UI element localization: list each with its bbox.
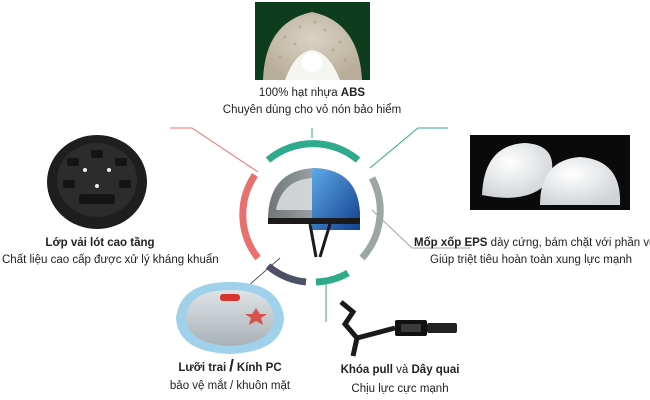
visor-subtitle: bảo vệ mắt / khuôn mặt bbox=[169, 380, 291, 392]
visor-label: Lưỡi trai/Kính PC bảo vệ mắt / khuôn mặt bbox=[115, 357, 345, 395]
foam-title-bold: Mốp xốp EPS bbox=[414, 237, 488, 249]
eps-foam-photo bbox=[470, 135, 630, 210]
strap-label: Khóa pull và Dây quai Chịu lực cực mạnh bbox=[310, 361, 490, 399]
connector-foam bbox=[369, 127, 448, 169]
visor-title-b: Kính PC bbox=[236, 362, 282, 374]
connector-liner bbox=[170, 127, 259, 173]
strap-title: Khóa pull và Dây quai bbox=[310, 361, 490, 380]
connector-eps bbox=[371, 209, 470, 249]
ring-arc-bottom bbox=[315, 269, 350, 286]
strap-title-b: Dây quai bbox=[411, 364, 460, 376]
abs-title: 100% hạt nhựa ABS bbox=[212, 86, 412, 101]
abs-title-bold: ABS bbox=[340, 87, 366, 99]
abs-subtitle: Chuyên dùng cho vỏ nón bảo hiểm bbox=[222, 104, 402, 116]
liner-title: Lớp vải lót cao tầng bbox=[45, 237, 155, 249]
strap-title-a: Khóa pull bbox=[340, 364, 393, 376]
ring-arc-bottom-left bbox=[265, 263, 307, 286]
strap-photo bbox=[335, 298, 465, 360]
ring-arc-right bbox=[359, 176, 384, 261]
abs-granules-photo bbox=[255, 2, 370, 80]
liner-subtitle: Chất liệu cao cấp được xử lý kháng khuẩn bbox=[2, 254, 219, 266]
liner-photo bbox=[45, 130, 150, 230]
abs-title-prefix: 100% hạt nhựa bbox=[258, 87, 341, 99]
visor-separator: / bbox=[229, 356, 234, 375]
foam-title: Mốp xốp EPS dày cứng, bám chặt với phần … bbox=[414, 236, 650, 251]
foam-subtitle: Giúp triệt tiêu hoàn toàn xung lực mạnh bbox=[430, 254, 633, 266]
abs-label: 100% hạt nhựa ABS Chuyên dùng cho vỏ nón… bbox=[212, 86, 412, 118]
liner-label: Lớp vải lót cao tầng bbox=[0, 236, 200, 251]
visor-title: Lưỡi trai/Kính PC bbox=[115, 357, 345, 377]
ring-arc-top bbox=[265, 140, 361, 163]
visor-title-a: Lưỡi trai bbox=[178, 362, 227, 374]
strap-joiner: và bbox=[392, 364, 412, 376]
foam-label: Mốp xốp EPS dày cứng, bám chặt với phần … bbox=[414, 236, 650, 251]
strap-subtitle: Chịu lực cực mạnh bbox=[351, 383, 449, 395]
visor-photo bbox=[170, 278, 290, 358]
helmet-photo bbox=[260, 162, 365, 262]
foam-title-rest: dày cứng, bám chặt với phần vỏ bbox=[487, 237, 650, 249]
ring-arc-left bbox=[239, 173, 261, 261]
